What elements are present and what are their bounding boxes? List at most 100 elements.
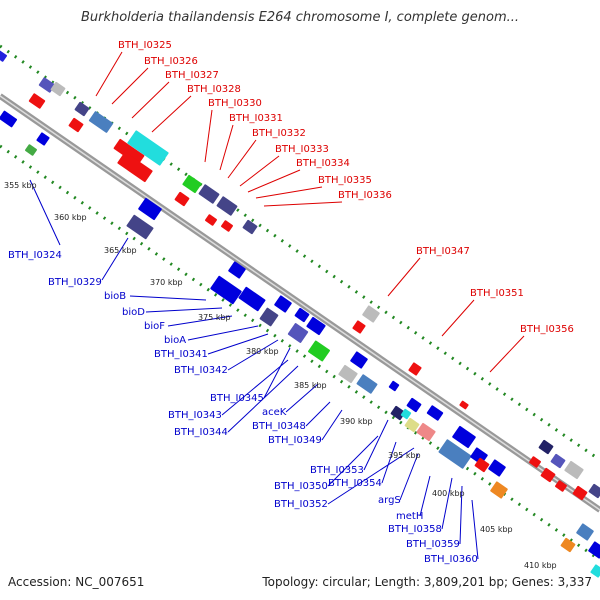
label-leader xyxy=(263,347,291,399)
label-leader xyxy=(459,485,463,545)
gene-feature xyxy=(474,457,490,473)
label-leader xyxy=(187,325,259,341)
label-leader xyxy=(111,67,149,105)
gene-label-forward: BTH_I0330 xyxy=(208,98,262,109)
label-leader xyxy=(227,339,279,371)
label-leader xyxy=(29,179,61,246)
track-guide-1 xyxy=(0,144,600,562)
gene-feature xyxy=(390,405,406,421)
gene-feature xyxy=(117,151,153,183)
scale-tick-label: 410 kbp xyxy=(524,561,557,570)
gene-label-reverse: BTH_I0359 xyxy=(406,539,460,550)
gene-feature xyxy=(550,453,566,469)
gene-feature xyxy=(572,485,588,501)
label-leader xyxy=(441,299,475,337)
gene-feature xyxy=(88,111,114,133)
scale-tick-label: 385 kbp xyxy=(294,381,327,390)
gene-label-forward: BTH_I0336 xyxy=(338,190,392,201)
label-leader xyxy=(151,95,192,133)
label-leader xyxy=(167,315,233,327)
gene-label-reverse: bioA xyxy=(164,335,186,346)
scale-tick-label: 360 kbp xyxy=(54,213,87,222)
gene-feature xyxy=(126,214,154,240)
gene-label-forward: BTH_I0327 xyxy=(165,70,219,81)
gene-feature xyxy=(590,564,600,578)
gene-feature xyxy=(210,275,242,305)
gene-label-reverse: BTH_I0350 xyxy=(274,481,328,492)
gene-feature xyxy=(488,459,506,477)
gene-feature xyxy=(242,219,258,235)
gene-feature xyxy=(127,130,169,166)
label-leader xyxy=(419,475,431,517)
gene-feature xyxy=(388,380,400,392)
gene-feature xyxy=(182,174,202,194)
gene-label-reverse: BTH_I0358 xyxy=(388,524,442,535)
gene-label-reverse: metH xyxy=(396,511,423,522)
gene-feature xyxy=(459,400,469,410)
label-leader xyxy=(285,383,319,413)
gene-label-reverse: BTH_I0324 xyxy=(8,250,62,261)
gene-label-forward: BTH_I0335 xyxy=(318,175,372,186)
gene-label-reverse: BTH_I0343 xyxy=(168,410,222,421)
gene-label-forward: BTH_I0334 xyxy=(296,158,350,169)
label-leader xyxy=(363,419,389,471)
gene-label-forward: BTH_I0351 xyxy=(470,288,524,299)
gene-feature xyxy=(400,408,412,420)
gene-feature xyxy=(408,362,422,376)
gene-feature xyxy=(36,132,50,146)
label-leader xyxy=(227,139,257,179)
gene-label-reverse: BTH_I0349 xyxy=(268,435,322,446)
label-leader xyxy=(247,169,301,193)
gene-labels: BTH_I0325BTH_I0326BTH_I0327BTH_I0328BTH_… xyxy=(8,40,574,565)
label-leader xyxy=(129,295,207,301)
gene-feature xyxy=(0,110,18,128)
gene-feature xyxy=(438,439,472,469)
gene-label-forward: BTH_I0332 xyxy=(252,128,306,139)
gene-feature xyxy=(362,305,380,323)
gene-feature xyxy=(205,214,217,226)
gene-feature xyxy=(174,191,190,207)
gene-label-reverse: BTH_I0345 xyxy=(210,393,264,404)
gene-feature xyxy=(352,320,366,334)
gene-feature xyxy=(356,374,378,394)
gene-feature xyxy=(588,483,600,499)
scale-tick-label: 395 kbp xyxy=(388,451,421,460)
gene-feature xyxy=(538,439,554,455)
label-leader xyxy=(305,401,331,427)
gene-label-reverse: bioF xyxy=(144,321,165,332)
gene-label-forward: BTH_I0347 xyxy=(416,246,470,257)
gene-feature xyxy=(452,425,476,449)
gene-feature xyxy=(28,93,46,109)
gene-feature xyxy=(406,397,422,413)
label-leaders xyxy=(29,51,525,560)
scale-tick-label: 390 kbp xyxy=(340,417,373,426)
gene-feature xyxy=(416,422,436,442)
gene-feature xyxy=(490,481,508,499)
gene-label-reverse: BTH_I0341 xyxy=(154,349,208,360)
gene-feature xyxy=(113,138,145,166)
gene-feature xyxy=(308,340,330,362)
label-leader xyxy=(221,359,289,416)
label-leader xyxy=(381,441,397,484)
gene-label-reverse: BTH_I0360 xyxy=(424,554,478,565)
gene-feature xyxy=(259,307,279,327)
gene-label-reverse: BTH_I0342 xyxy=(174,365,228,376)
gene-feature xyxy=(404,417,420,433)
gene-feature xyxy=(68,117,84,133)
gene-label-reverse: bioD xyxy=(122,307,145,318)
gene-feature xyxy=(529,456,541,468)
gene-feature xyxy=(338,364,358,384)
accession-text: Accession: NC_007651 xyxy=(8,575,145,589)
label-leader xyxy=(327,447,415,505)
label-leader xyxy=(399,453,419,501)
track-guide-0 xyxy=(0,44,600,462)
gene-feature xyxy=(228,261,246,279)
scale-tick-label: 355 kbp xyxy=(4,181,37,190)
gene-label-reverse: BTH_I0348 xyxy=(252,421,306,432)
gene-label-forward: BTH_I0326 xyxy=(144,56,198,67)
gene-label-reverse: aceK xyxy=(262,407,287,418)
gene-label-forward: BTH_I0356 xyxy=(520,324,574,335)
gene-feature xyxy=(138,197,162,221)
gene-feature xyxy=(306,316,326,336)
